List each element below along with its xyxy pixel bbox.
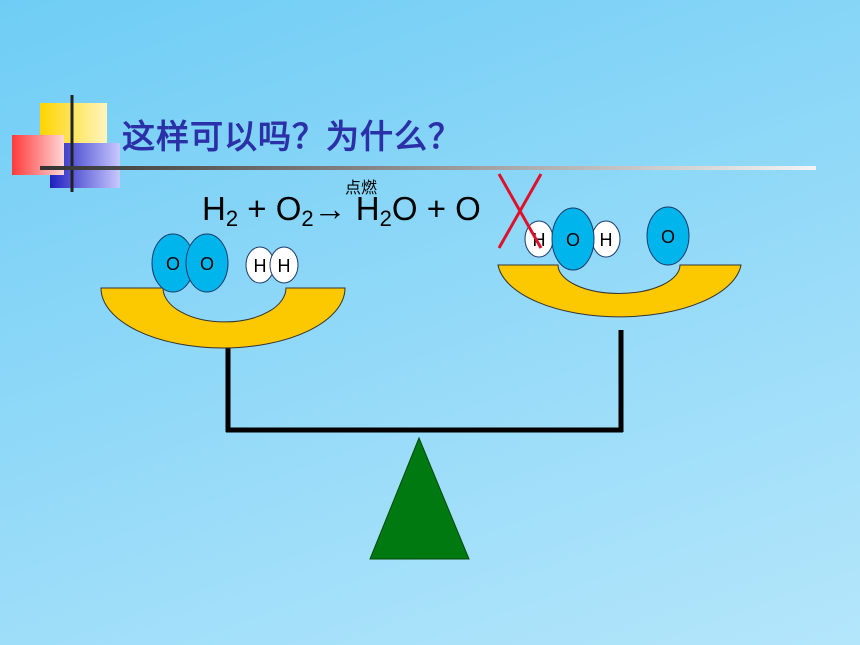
left-pan — [100, 287, 346, 349]
atom-label: O — [166, 254, 180, 274]
reactant-oxygen: O — [275, 190, 302, 227]
plus-sign: + — [238, 190, 276, 227]
fulcrum-triangle — [369, 436, 470, 560]
left-oxygen-molecule: O O — [151, 233, 229, 293]
reaction-arrow: → — [313, 190, 347, 227]
oxygen-atom — [551, 207, 595, 271]
atom-label: O — [661, 227, 675, 247]
subscript: 2 — [379, 206, 392, 231]
title-underline — [40, 166, 816, 170]
atom-label: H — [533, 230, 546, 250]
subscript: 2 — [301, 206, 314, 231]
subscript: 2 — [225, 206, 239, 231]
right-pan — [497, 264, 742, 318]
plus-sign: + — [417, 190, 456, 227]
product-water-h: H — [346, 190, 380, 227]
oxygen-atom — [646, 206, 690, 266]
right-single-oxygen: O — [646, 206, 690, 266]
balance-beam — [225, 330, 624, 560]
product-oxygen: O — [455, 190, 481, 227]
reaction-condition: 点燃 — [345, 178, 378, 197]
slide-title: 这样可以吗？为什么？ — [122, 117, 462, 156]
hydrogen-atom — [269, 246, 299, 284]
atom-label: H — [278, 256, 291, 276]
chemical-equation: H2 + O2→ H2O + O — [202, 190, 481, 232]
left-hydrogen-molecule: H H — [245, 246, 299, 284]
right-water-molecule: H O H — [524, 207, 621, 271]
atom-label: H — [254, 256, 267, 276]
reactant-hydrogen: H — [202, 190, 226, 227]
corner-decoration — [12, 95, 816, 192]
atom-label: O — [200, 254, 214, 274]
atom-label: O — [566, 230, 580, 250]
oxygen-atom — [185, 233, 229, 293]
product-water-o: O — [391, 190, 418, 227]
atom-label: H — [600, 230, 613, 250]
